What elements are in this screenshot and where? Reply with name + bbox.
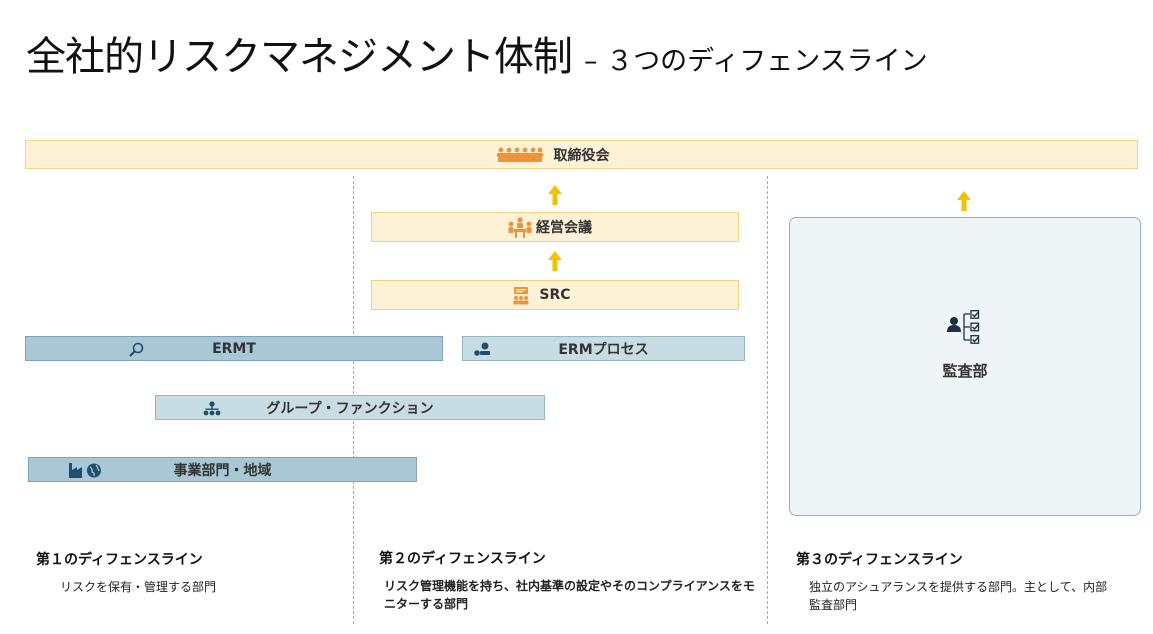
board-label: 取締役会	[553, 147, 610, 164]
process-network-icon	[474, 342, 492, 357]
first-line-heading: 第１のディフェンスライン	[36, 552, 203, 568]
third-line-description: 独立のアシュアランスを提供する部門。主として、内部監査部門	[809, 580, 1108, 612]
page-title: 全社的リスクマネジメント体制 – ３つのディフェンスライン	[26, 24, 928, 82]
business-units-label: 事業部門・地域	[173, 462, 272, 479]
title-sub: – ３つのディフェンスライン	[584, 46, 928, 77]
title-main: 全社的リスクマネジメント体制	[26, 34, 573, 80]
auditor-checklist-icon	[947, 310, 983, 348]
mgmt-meeting-box: 経営会議	[371, 212, 739, 242]
mgmt-meeting-label: 経営会議	[536, 220, 592, 236]
org-chart-icon	[203, 401, 221, 416]
first-line-description: リスクを保有・管理する部門	[60, 580, 217, 594]
internal-audit-label: 監査部	[942, 362, 988, 380]
src-box: SRC	[371, 280, 739, 310]
erm-process-box: ERMプロセス	[462, 336, 745, 361]
erm-process-label: ERMプロセス	[558, 341, 649, 358]
meeting-table-icon	[507, 217, 533, 239]
ermt-label: ERMT	[212, 340, 256, 357]
business-units-box: 事業部門・地域	[28, 457, 417, 482]
arrow-up-icon	[957, 191, 971, 211]
ermt-box: ERMT	[25, 336, 443, 361]
group-function-box: グループ・ファンクション	[155, 395, 545, 420]
group-function-label: グループ・ファンクション	[266, 400, 434, 417]
presentation-group-icon	[512, 287, 530, 305]
second-line-heading: 第２のディフェンスライン	[379, 551, 546, 567]
divider-line-2-3	[767, 176, 768, 624]
board-meeting-icon	[496, 147, 544, 163]
src-label: SRC	[539, 287, 571, 303]
board-box: 取締役会	[25, 140, 1138, 169]
third-line-heading: 第３のディフェンスライン	[796, 552, 963, 568]
arrow-up-icon	[548, 185, 562, 205]
magnifier-icon	[129, 342, 144, 357]
factory-globe-icon	[68, 462, 102, 479]
internal-audit-box: 監査部	[789, 217, 1141, 516]
second-line-description: リスク管理機能を持ち、社内基準の設定やそのコンプライアンスをモニターする部門	[384, 579, 755, 611]
arrow-up-icon	[548, 251, 562, 271]
